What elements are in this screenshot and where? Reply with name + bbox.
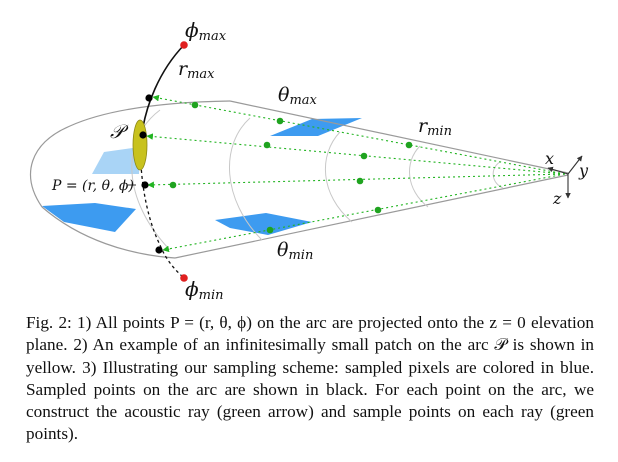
z-axis-label: z bbox=[552, 189, 562, 208]
arc-point bbox=[155, 246, 163, 254]
sonar-fan bbox=[29, 100, 569, 259]
patch-label: 𝒫 bbox=[110, 121, 129, 143]
acoustic-rays bbox=[146, 94, 566, 253]
sampled-pixels bbox=[42, 118, 362, 235]
point-label: P = (r, θ, ϕ) bbox=[51, 178, 134, 194]
phi-min-point bbox=[180, 274, 188, 282]
arc-point bbox=[141, 181, 149, 189]
r-min-label: rmin bbox=[418, 115, 452, 139]
phi-max-point bbox=[180, 41, 188, 49]
arc-point bbox=[139, 131, 147, 139]
elevation-limits bbox=[180, 41, 188, 282]
x-axis-label: x bbox=[545, 149, 554, 168]
ray-point bbox=[360, 152, 368, 160]
patch-ellipse bbox=[132, 119, 148, 171]
y-axis-label: y bbox=[578, 161, 589, 180]
caption-text: Fig. 2: 1) All points P = (r, θ, ϕ) on t… bbox=[26, 313, 594, 444]
sampled-pixel bbox=[42, 203, 136, 232]
phi-max-label: ϕmax bbox=[185, 18, 227, 44]
arc-sample-points bbox=[139, 94, 163, 254]
ray bbox=[162, 173, 566, 253]
sampled-pixel bbox=[215, 213, 312, 235]
phi-min-label: ϕmin bbox=[185, 277, 224, 303]
ray-point bbox=[405, 141, 413, 149]
fan-outer-arc-lower bbox=[41, 206, 176, 259]
fan-outer-arc bbox=[29, 100, 231, 208]
ray-point bbox=[266, 226, 274, 234]
coordinate-axes bbox=[547, 155, 583, 199]
ray-point bbox=[191, 101, 199, 109]
sampled-pixel bbox=[270, 118, 362, 136]
ray-sample-points bbox=[169, 101, 413, 234]
sonar-fan-figure: ϕmax rmax θmax rmin 𝒫 P = (r, θ, ϕ) x y … bbox=[29, 18, 589, 303]
ray-point bbox=[169, 181, 177, 189]
sampled-pixel bbox=[92, 147, 140, 174]
fan-lower-edge bbox=[174, 174, 569, 259]
figure-caption: Fig. 2: 1) All points P = (r, θ, ϕ) on t… bbox=[26, 312, 594, 446]
y-axis bbox=[567, 155, 583, 175]
ray-point bbox=[263, 141, 271, 149]
ray bbox=[146, 133, 566, 175]
theta-min-label: θmin bbox=[277, 239, 313, 263]
ray-point bbox=[356, 177, 364, 185]
r-max-label: rmax bbox=[178, 58, 215, 82]
ray-point bbox=[374, 206, 382, 214]
theta-max-label: θmax bbox=[278, 84, 318, 108]
x-axis bbox=[547, 166, 569, 175]
arc-point bbox=[145, 94, 153, 102]
fan-upper-edge bbox=[229, 100, 569, 174]
ray bbox=[152, 94, 566, 175]
ray bbox=[147, 173, 566, 189]
ray-point bbox=[276, 117, 284, 125]
